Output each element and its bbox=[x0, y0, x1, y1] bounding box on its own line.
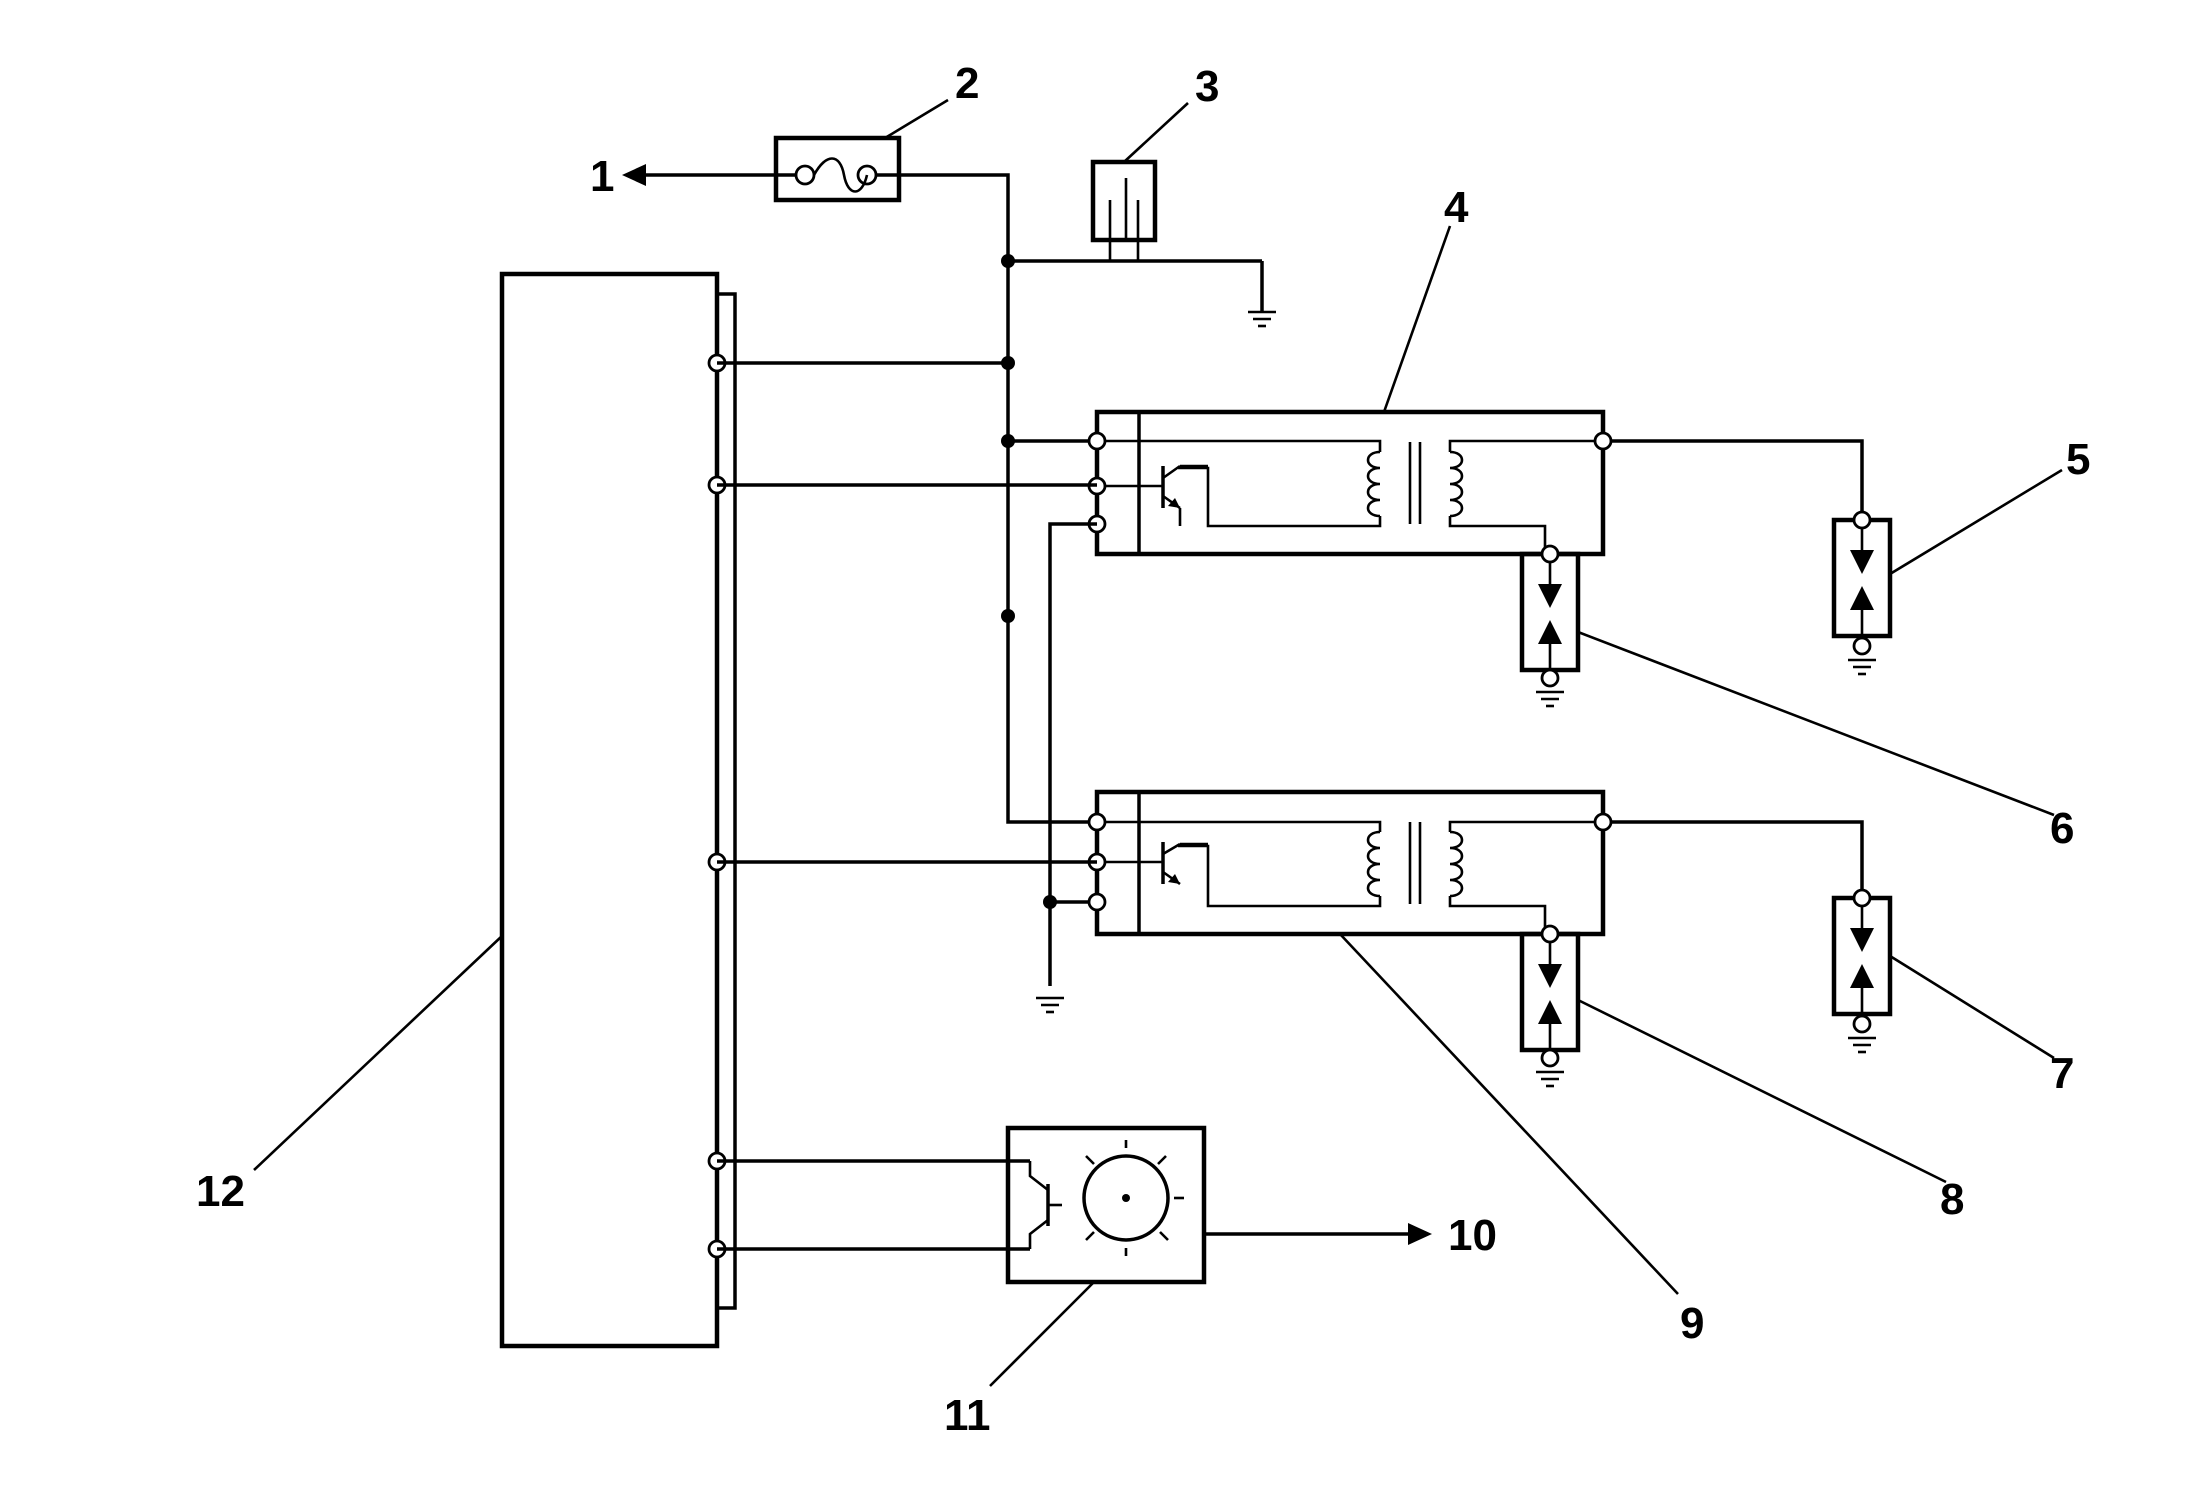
control-module bbox=[499, 271, 737, 1349]
module-ground-wire bbox=[1034, 522, 1097, 1014]
callout-2: 2 bbox=[955, 59, 979, 108]
callout-5: 5 bbox=[2066, 435, 2090, 484]
callout-12: 12 bbox=[196, 1167, 245, 1216]
callout-4: 4 bbox=[1444, 183, 1469, 232]
ignition-coil-a bbox=[1087, 409, 1613, 557]
spark-plug-6 bbox=[1519, 544, 1581, 708]
callout-9: 9 bbox=[1680, 1299, 1704, 1348]
crankshaft-position-sensor bbox=[717, 1125, 1207, 1285]
callout-1: 1 bbox=[590, 152, 614, 201]
fuse bbox=[773, 135, 902, 203]
signal-output-arrow bbox=[1204, 1223, 1432, 1245]
callout-8: 8 bbox=[1940, 1175, 1964, 1224]
callout-10: 10 bbox=[1448, 1211, 1497, 1260]
spark-plug-8 bbox=[1519, 924, 1581, 1088]
spark-plug-7 bbox=[1611, 820, 1893, 1054]
noise-suppressor bbox=[1090, 159, 1158, 261]
power-feed-arrow bbox=[622, 164, 796, 186]
ignition-coil-b bbox=[1087, 789, 1613, 937]
ignition-feed-wire bbox=[717, 173, 1262, 824]
callout-11: 11 bbox=[944, 1391, 991, 1440]
suppressor-ground bbox=[1246, 261, 1278, 328]
callout-3: 3 bbox=[1195, 62, 1219, 111]
callout-7: 7 bbox=[2050, 1049, 2074, 1098]
callout-leaders bbox=[253, 98, 2063, 1387]
callout-6: 6 bbox=[2050, 804, 2074, 853]
spark-plug-5 bbox=[1611, 439, 1893, 676]
